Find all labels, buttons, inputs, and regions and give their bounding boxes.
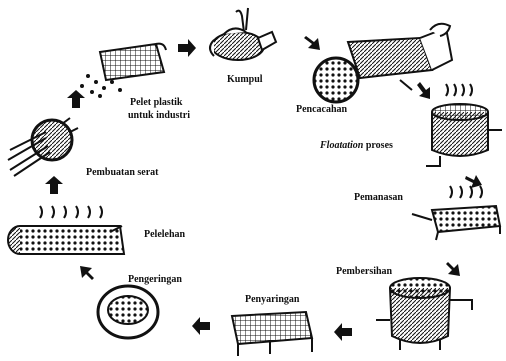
label-flotation-italic: Floatation <box>320 140 363 151</box>
arrow-icon <box>192 317 210 335</box>
label-kumpul: Kumpul <box>227 74 263 85</box>
pelelehan-illustration <box>8 206 124 254</box>
pembersihan-illustration <box>376 278 472 350</box>
arrow-icon <box>417 82 430 99</box>
pengeringan-illustration <box>98 286 158 338</box>
arrow-icon <box>178 39 196 57</box>
label-flotation-rest: proses <box>363 140 393 151</box>
kumpul-illustration <box>210 8 276 60</box>
label-flotation: Floatation proses <box>320 140 393 151</box>
arrow-icon <box>446 262 460 276</box>
arrow-icon <box>45 176 63 194</box>
pemanasan-illustration <box>412 186 500 240</box>
label-pembersihan: Pembersihan <box>336 266 392 277</box>
pelet-illustration <box>80 44 166 98</box>
label-penyaringan: Penyaringan <box>245 294 299 305</box>
label-pelet-line1: Pelet plastik <box>130 97 183 108</box>
penyaringan-illustration <box>232 312 312 356</box>
label-pelelehan: Pelelehan <box>144 229 185 240</box>
label-pencacahan: Pencacahan <box>296 104 347 115</box>
pencacahan-illustration <box>314 24 452 102</box>
label-pengeringan: Pengeringan <box>128 274 182 285</box>
label-pemanasan: Pemanasan <box>354 192 403 203</box>
pembuatan-serat-illustration <box>8 118 78 176</box>
arrow-icon <box>465 175 482 188</box>
arrow-icon <box>304 36 320 50</box>
label-pembuatan-serat: Pembuatan serat <box>86 167 159 178</box>
arrow-icon <box>67 90 85 108</box>
label-pelet-line2: untuk industri <box>128 110 190 121</box>
arrow-icon <box>334 323 352 341</box>
arrow-icon <box>80 266 94 280</box>
floatation-illustration <box>426 84 502 166</box>
